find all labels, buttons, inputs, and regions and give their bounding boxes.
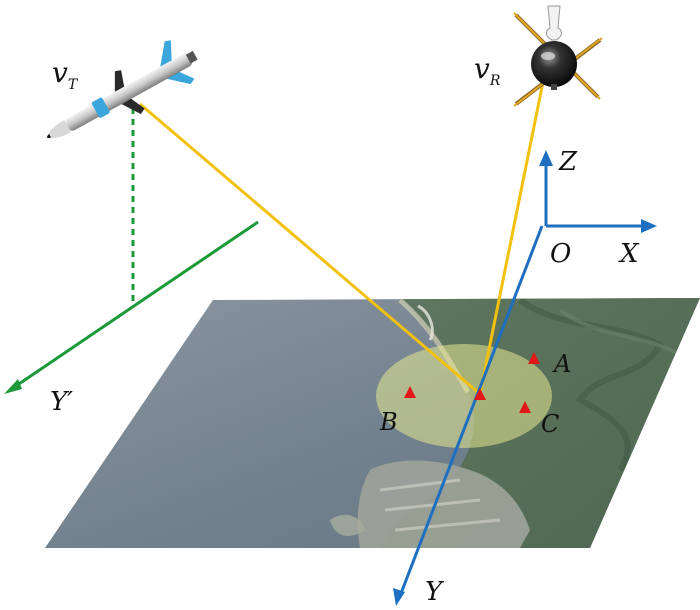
- triangle-marker-icon: [404, 386, 416, 398]
- z-axis-label: Z: [558, 147, 578, 177]
- y-prime-axis-label: Y′: [50, 387, 73, 417]
- point-a-label: A: [552, 350, 571, 378]
- coordinate-axes: [393, 150, 657, 606]
- target-markers: [404, 352, 540, 413]
- missile-icon: [46, 40, 198, 139]
- y-axis-line: [398, 225, 544, 597]
- transmitter-label: vT: [52, 56, 79, 93]
- point-c-label: C: [541, 410, 559, 438]
- triangle-marker-icon: [528, 352, 540, 364]
- triangle-marker-icon: [519, 401, 531, 413]
- illuminated-area: [376, 344, 552, 448]
- triangle-marker-icon: [474, 388, 486, 400]
- projected-y-axis: [4, 108, 259, 394]
- receiver-to-target-line: [478, 81, 545, 395]
- ground-map-image: [45, 298, 700, 548]
- satellite-icon: [513, 5, 603, 107]
- origin-label: O: [550, 239, 571, 269]
- transmitter-to-target-line: [139, 102, 481, 396]
- x-axis-label: X: [618, 239, 640, 269]
- receiver-label: vR: [474, 52, 501, 89]
- point-b-label: B: [379, 408, 398, 436]
- signal-paths: [139, 81, 545, 396]
- y-axis-label: Y: [425, 577, 445, 607]
